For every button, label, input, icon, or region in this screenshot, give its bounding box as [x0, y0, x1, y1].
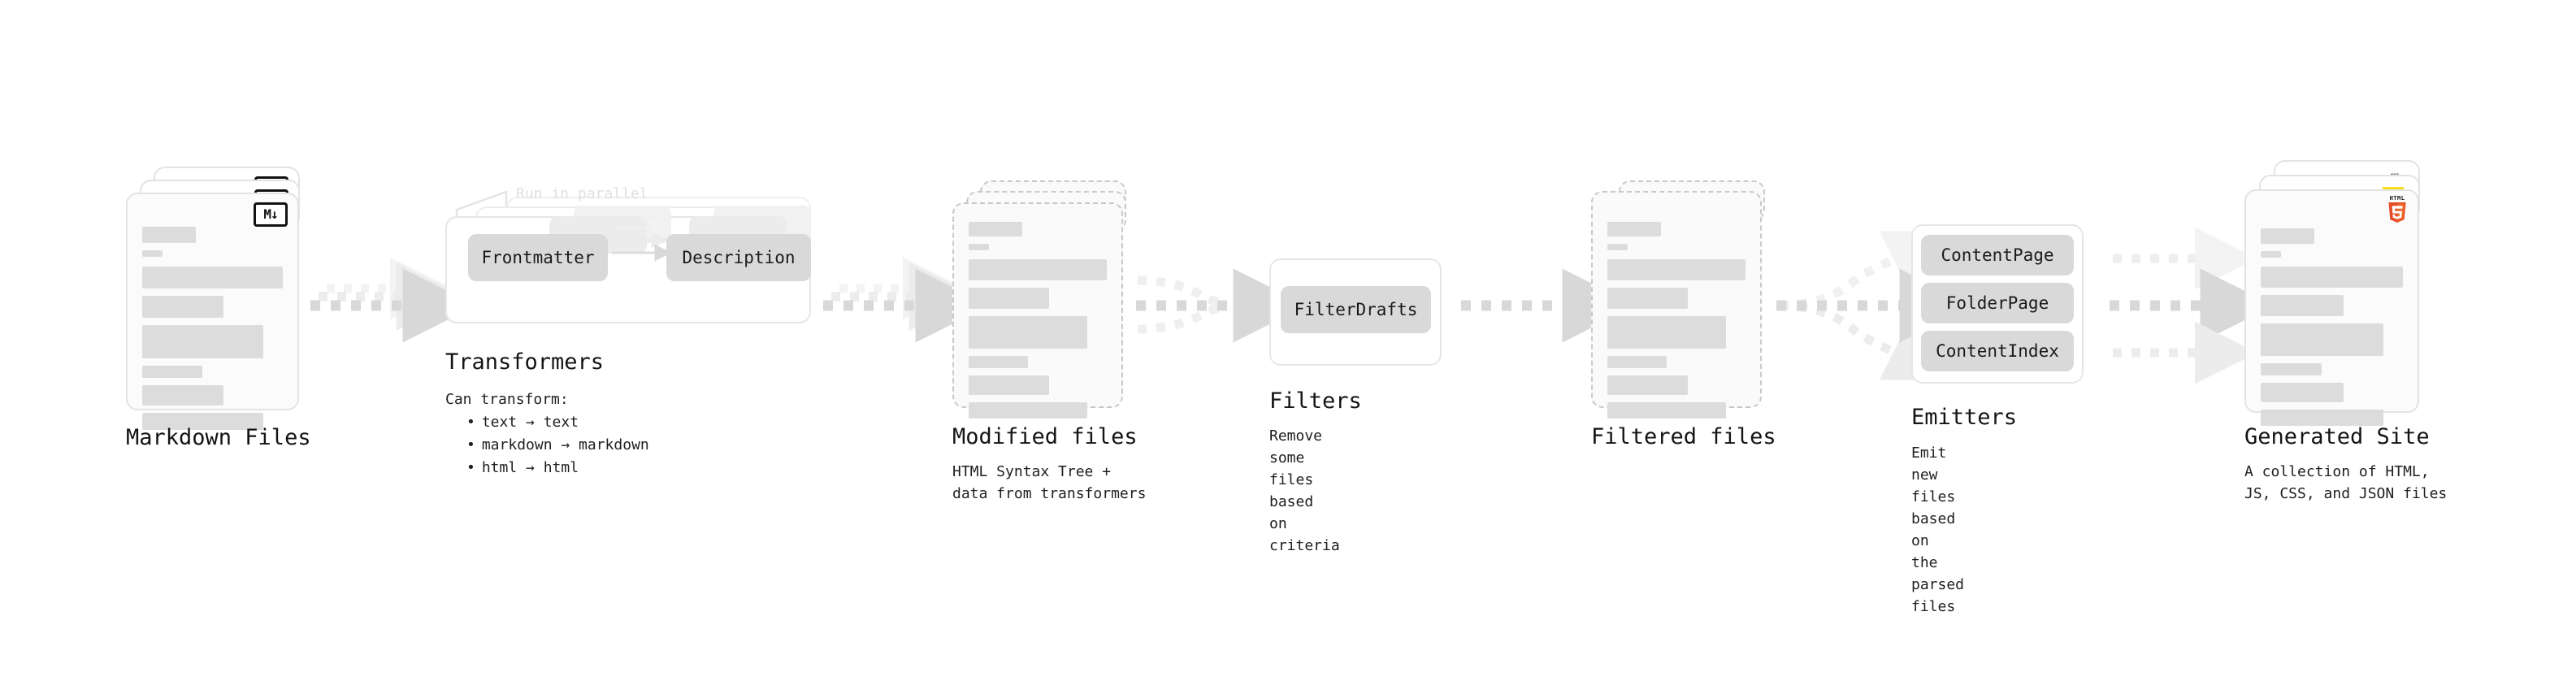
transformers-subtitle: Can transform:	[445, 391, 569, 408]
modified-file-stack	[952, 180, 1156, 419]
connector-transformers-to-modified	[823, 257, 990, 343]
markdown-card-skeleton	[142, 227, 283, 437]
transformers-bullet-2: html → html	[466, 457, 649, 479]
stage-title-modified-files: Modified files	[952, 424, 1138, 449]
stage-title-emitters: Emitters	[1911, 405, 2018, 430]
generated-card-skeleton	[2261, 228, 2403, 433]
transformer-internal-arrows	[612, 219, 672, 262]
generated-card-front: HTML	[2244, 189, 2419, 426]
filtered-card-skeleton	[1607, 222, 1746, 426]
html5-icon-label: HTML	[2389, 195, 2405, 202]
markdown-file-stack: M↓ M↓ M↓	[126, 167, 329, 430]
stage-generated-site: CSS HTML	[2244, 160, 2456, 502]
stage-modified-files: Modified files HTML Syntax Tree + data f…	[952, 180, 1156, 502]
html5-icon: HTML	[2385, 196, 2409, 223]
transformers-group-stack: Frontmatter Description	[445, 187, 835, 349]
stage-title-filtered-files: Filtered files	[1591, 424, 1776, 449]
filtered-file-stack	[1591, 180, 1794, 419]
modified-card-skeleton	[969, 222, 1107, 426]
stage-filtered-files: Filtered files	[1591, 180, 1794, 449]
connector-filtered-to-emitters	[1776, 231, 1974, 380]
stage-title-filters: Filters	[1269, 388, 1362, 414]
stage-title-generated-site: Generated Site	[2244, 424, 2430, 449]
filter-chip-filterdrafts[interactable]: FilterDrafts	[1281, 286, 1431, 333]
transformers-bullet-0: text → text	[466, 411, 649, 434]
stage-transformers: Frontmatter Description Run in parallel …	[445, 185, 835, 476]
transformers-bullet-list: text → text markdown → markdown html → h…	[450, 411, 649, 479]
transformer-chip-description[interactable]: Description	[666, 234, 811, 281]
generated-site-file-stack: CSS HTML	[2244, 160, 2456, 426]
stage-markdown-files: M↓ M↓ M↓ Markdown Files	[126, 167, 329, 450]
stage-title-transformers: Transformers	[445, 349, 605, 375]
filters-subtitle: Remove some files based on criteria	[1269, 427, 1340, 554]
modified-files-subtitle: HTML Syntax Tree + data from transformer…	[952, 463, 1147, 502]
transformers-bullet-1: markdown → markdown	[466, 434, 649, 457]
emitter-chip-contentindex[interactable]: ContentIndex	[1921, 331, 2074, 371]
modified-card-front	[952, 202, 1123, 419]
connector-emitters-to-site	[2110, 227, 2275, 384]
transformer-chip-frontmatter[interactable]: Frontmatter	[468, 234, 608, 281]
generated-site-subtitle: A collection of HTML, JS, CSS, and JSON …	[2244, 463, 2448, 502]
markdown-card-front: M↓	[126, 193, 299, 430]
emitters-subtitle: Emit new files based on the parsed files	[1911, 445, 1965, 615]
run-in-parallel-label: Run in parallel	[516, 185, 648, 202]
emitter-chip-contentpage[interactable]: ContentPage	[1921, 235, 2074, 275]
markdown-icon: M↓	[254, 202, 288, 227]
html5-shield	[2388, 202, 2406, 223]
filtered-card-front	[1591, 191, 1762, 419]
stage-title-markdown-files: Markdown Files	[126, 425, 311, 450]
emitter-chip-folderpage[interactable]: FolderPage	[1921, 283, 2074, 323]
